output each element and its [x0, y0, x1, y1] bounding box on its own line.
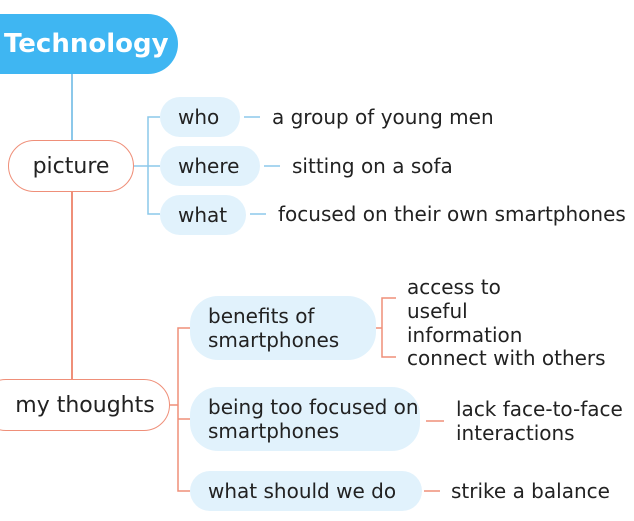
leaf-strike-balance: strike a balance [451, 479, 610, 503]
subnode-what-should-we-do: what should we do [190, 471, 422, 511]
leaf-where-detail: sitting on a sofa [292, 154, 453, 178]
subnode-too-focused: being too focused on smartphones [190, 387, 420, 451]
branch-node-picture: picture [8, 140, 134, 192]
subnode-label: where [178, 154, 240, 178]
subnode-benefits: benefits of smartphones [190, 296, 376, 360]
root-node-technology: Technology [0, 14, 178, 74]
branch-node-my-thoughts: my thoughts [0, 379, 170, 431]
leaf-lack-interactions: lack face-to-face interactions [456, 397, 623, 445]
subnode-what: what [160, 195, 246, 235]
branch-label-picture: picture [32, 153, 110, 179]
root-label: Technology [4, 29, 169, 59]
leaf-connect-with-others: connect with others [407, 346, 606, 370]
leaf-useful-information: access to useful information [407, 275, 523, 347]
leaf-what-detail: focused on their own smartphones [278, 202, 626, 226]
subnode-label: who [178, 105, 220, 129]
subnode-where: where [160, 146, 260, 186]
subnode-who: who [160, 97, 240, 137]
leaf-who-detail: a group of young men [272, 105, 494, 129]
subnode-label: what [178, 203, 228, 227]
branch-label-my-thoughts: my thoughts [15, 392, 155, 418]
subnode-label: what should we do [208, 479, 397, 503]
subnode-label: benefits of smartphones [208, 304, 340, 352]
subnode-label: being too focused on smartphones [208, 395, 419, 443]
